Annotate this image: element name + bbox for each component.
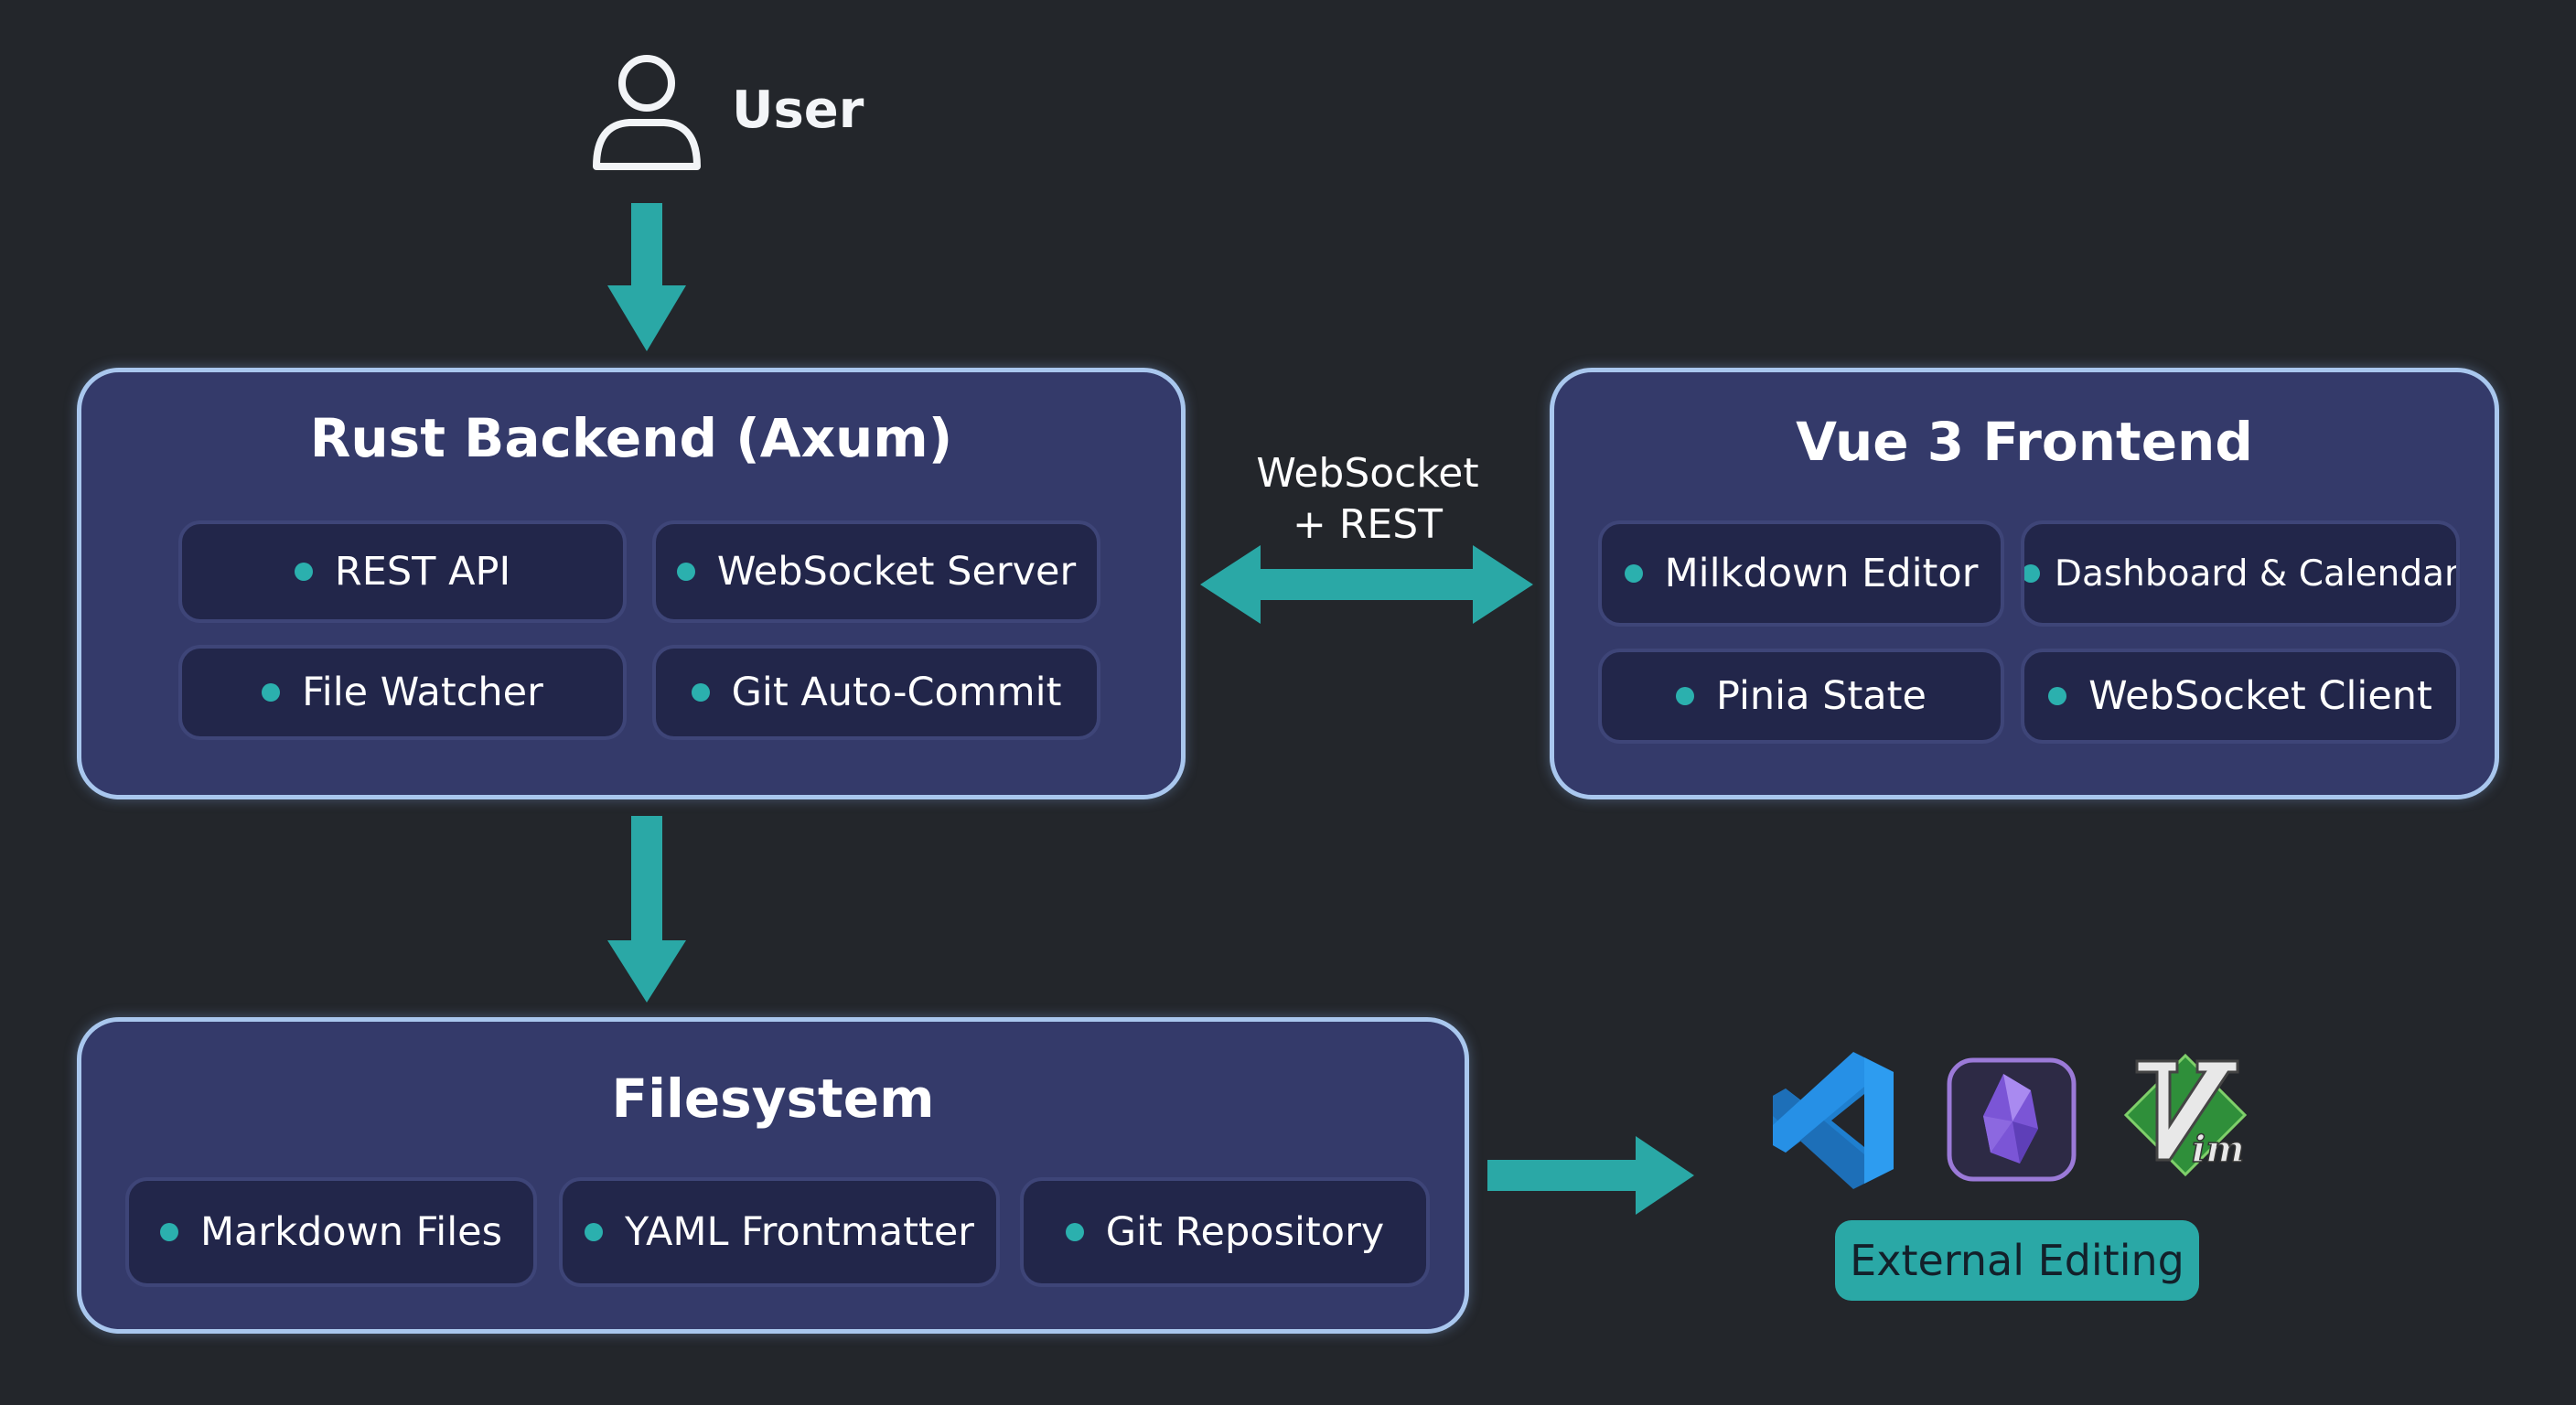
bullet-dot: [2048, 687, 2067, 705]
backend-component-chip: WebSocket Server: [652, 520, 1100, 623]
frontend-component-chip: Pinia State: [1598, 649, 2004, 744]
backend-panel: Rust Backend (Axum) REST API WebSocket S…: [77, 368, 1186, 799]
vscode-icon: [1766, 1052, 1903, 1189]
backend-title: Rust Backend (Axum): [309, 407, 953, 469]
frontend-panel: Vue 3 Frontend Milkdown Editor Dashboard…: [1550, 368, 2499, 799]
frontend-component-chip: Milkdown Editor: [1598, 520, 2004, 627]
component-label: File Watcher: [302, 670, 543, 715]
user-icon: [593, 55, 701, 170]
component-label: YAML Frontmatter: [625, 1209, 974, 1255]
component-label: Pinia State: [1716, 673, 1927, 719]
bullet-dot: [1624, 564, 1643, 583]
connection-label: WebSocket + REST: [1226, 448, 1509, 551]
bullet-dot: [1676, 687, 1694, 705]
filesystem-component-chip: Markdown Files: [125, 1177, 537, 1287]
component-label: WebSocket Server: [716, 549, 1077, 595]
bullet-dot: [2024, 564, 2040, 583]
bullet-dot: [1065, 1223, 1084, 1241]
backend-component-chip: Git Auto-Commit: [652, 645, 1100, 740]
component-label: REST API: [334, 549, 511, 595]
frontend-component-chip: WebSocket Client: [2021, 649, 2460, 744]
svg-text:im: im: [2192, 1128, 2245, 1171]
bullet-dot: [294, 563, 313, 581]
filesystem-component-chip: Git Repository: [1020, 1177, 1430, 1287]
connection-label-line2: + REST: [1292, 501, 1444, 548]
component-label: Dashboard & Calendar: [2054, 552, 2460, 595]
bullet-dot: [585, 1223, 604, 1241]
backend-to-filesystem-arrow: [607, 816, 686, 1003]
bullet-dot: [676, 563, 695, 581]
connection-label-line1: WebSocket: [1256, 450, 1479, 497]
vim-icon: im: [2120, 1050, 2250, 1180]
component-label: Markdown Files: [199, 1209, 503, 1255]
user-node: [585, 49, 704, 177]
backend-frontend-double-arrow: [1200, 545, 1533, 624]
component-label: Milkdown Editor: [1664, 551, 1979, 596]
user-label: User: [732, 80, 864, 140]
component-label: Git Repository: [1105, 1209, 1385, 1255]
filesystem-to-external-arrow: [1487, 1136, 1694, 1215]
backend-component-chip: File Watcher: [178, 645, 627, 740]
frontend-title: Vue 3 Frontend: [1796, 411, 2253, 473]
bullet-dot: [691, 683, 710, 702]
filesystem-title: Filesystem: [611, 1067, 935, 1130]
bullet-dot: [159, 1223, 178, 1241]
external-editing-badge: External Editing: [1835, 1220, 2199, 1301]
backend-component-chip: REST API: [178, 520, 627, 623]
filesystem-panel: Filesystem Markdown Files YAML Frontmatt…: [77, 1017, 1469, 1334]
bullet-dot: [262, 683, 281, 702]
component-label: WebSocket Client: [2088, 673, 2432, 719]
user-to-backend-arrow: [607, 203, 686, 351]
frontend-component-chip: Dashboard & Calendar: [2021, 520, 2460, 627]
component-label: Git Auto-Commit: [731, 670, 1062, 715]
obsidian-icon: [1947, 1057, 2077, 1182]
filesystem-component-chip: YAML Frontmatter: [559, 1177, 1000, 1287]
